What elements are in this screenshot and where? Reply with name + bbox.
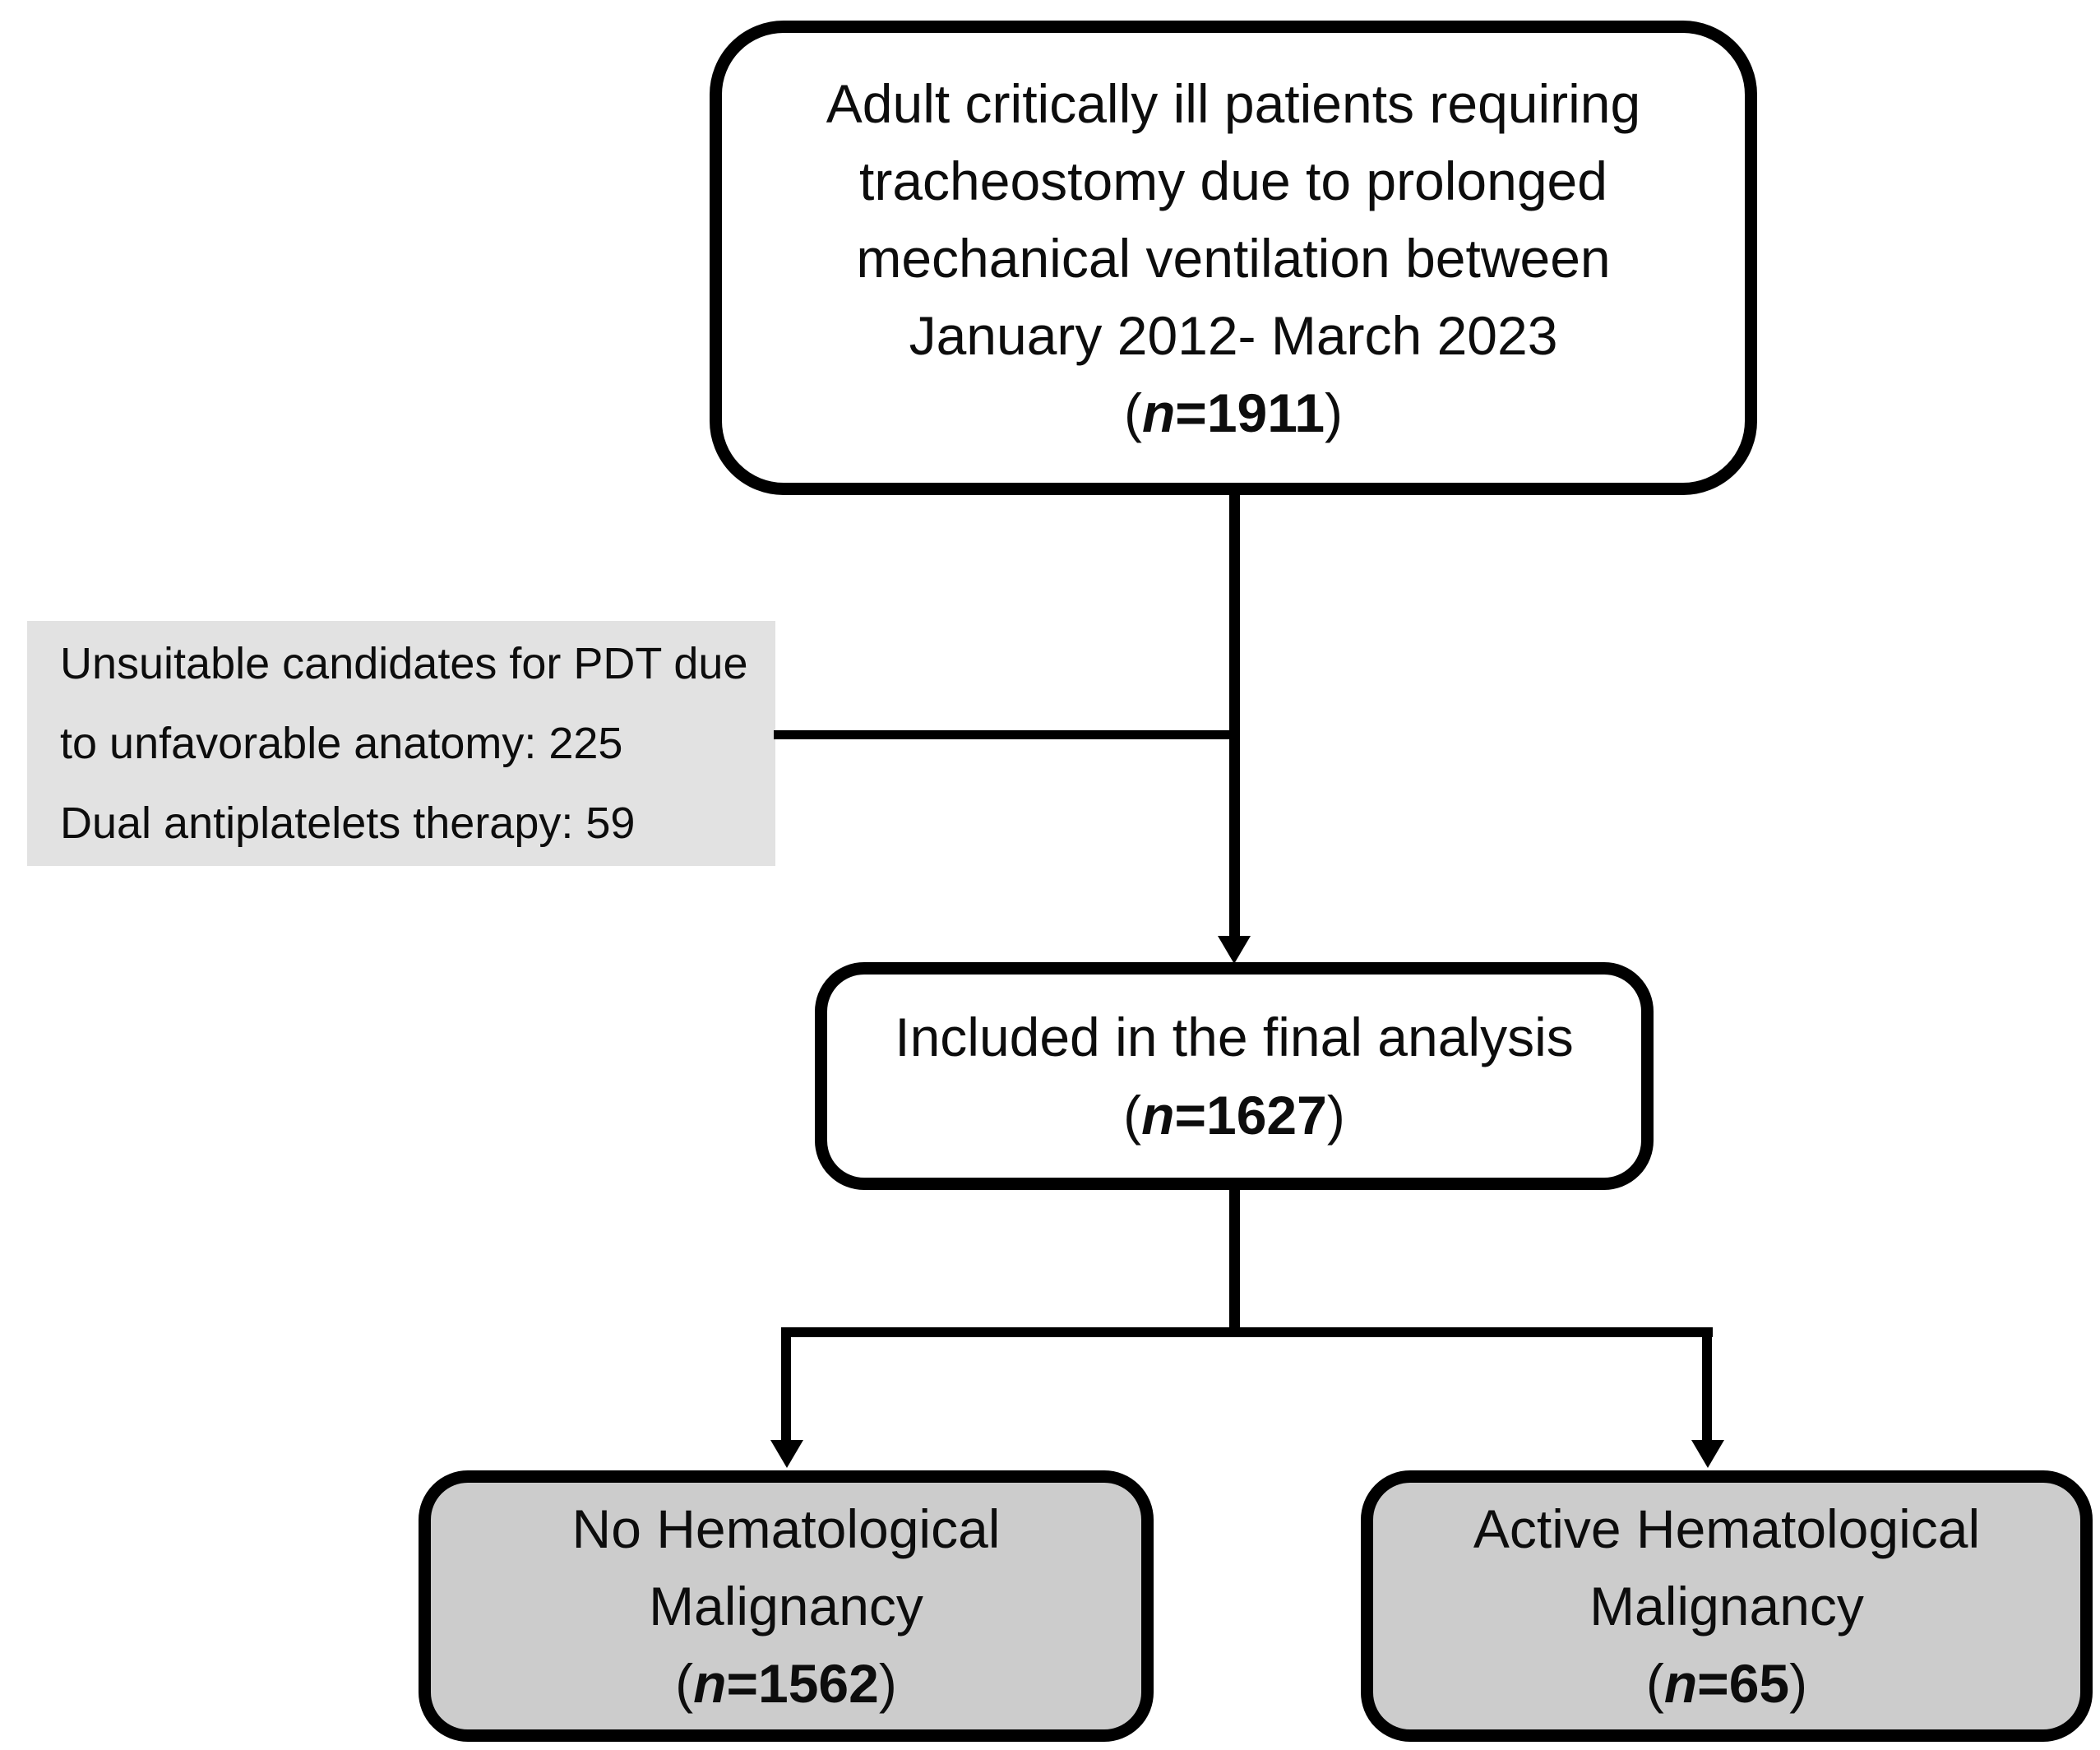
branch-right-line xyxy=(1702,1327,1712,1442)
no-malignancy-box: No Hematological Malignancy (n=1562) xyxy=(419,1470,1154,1742)
n-value: =65 xyxy=(1697,1653,1790,1714)
arrowhead-down-icon xyxy=(1218,936,1251,964)
exclusion-line-2: to unfavorable anatomy: 225 xyxy=(60,718,623,768)
arrowhead-down-icon xyxy=(770,1440,803,1468)
paren-open: ( xyxy=(1123,382,1142,443)
connector-exclusion-to-spine xyxy=(774,730,1235,739)
exclusion-line-3: Dual antiplatelets therapy: 59 xyxy=(60,798,636,848)
connector-included-to-branch xyxy=(1229,1188,1240,1337)
paren-open: ( xyxy=(1123,1084,1142,1146)
paren-close: ) xyxy=(1325,382,1344,443)
n-value: =1911 xyxy=(1175,382,1325,443)
n-value: =1562 xyxy=(726,1653,879,1714)
active-malignancy-box: Active Hematological Malignancy (n=65) xyxy=(1361,1470,2093,1742)
arrowhead-down-icon xyxy=(1691,1440,1724,1468)
branch-left-line xyxy=(781,1327,791,1442)
paren-open: ( xyxy=(675,1653,694,1714)
active-malignancy-line-1: Active Hematological xyxy=(1473,1498,1981,1559)
paren-close: ) xyxy=(1789,1653,1808,1714)
paren-open: ( xyxy=(1645,1653,1664,1714)
no-malignancy-line-1: No Hematological xyxy=(571,1498,1001,1559)
exclusion-box: Unsuitable candidates for PDT due to unf… xyxy=(27,621,775,866)
branch-horizontal-line xyxy=(781,1327,1713,1337)
no-malignancy-line-2: Malignancy xyxy=(649,1576,923,1637)
paren-close: ) xyxy=(1326,1084,1345,1146)
n-variable: n xyxy=(1141,382,1176,443)
n-variable: n xyxy=(1141,1084,1175,1146)
included-line-1: Included in the final analysis xyxy=(895,1006,1574,1067)
enrollment-count: (n=1911) xyxy=(1124,374,1343,451)
active-malignancy-line-2: Malignancy xyxy=(1589,1576,1864,1637)
enrollment-line-4: January 2012- March 2023 xyxy=(909,304,1558,366)
paren-close: ) xyxy=(878,1653,897,1714)
enrollment-line-3: mechanical ventilation between xyxy=(856,227,1611,289)
n-variable: n xyxy=(693,1653,727,1714)
exclusion-line-1: Unsuitable candidates for PDT due xyxy=(60,638,748,688)
no-malignancy-count: (n=1562) xyxy=(675,1645,897,1722)
connector-enrollment-to-included xyxy=(1229,492,1240,937)
n-variable: n xyxy=(1663,1653,1698,1714)
n-value: =1627 xyxy=(1174,1084,1327,1146)
included-box: Included in the final analysis (n=1627) xyxy=(815,962,1654,1190)
enrollment-line-1: Adult critically ill patients requiring xyxy=(826,72,1641,134)
enrollment-line-2: tracheostomy due to prolonged xyxy=(859,150,1607,211)
included-count: (n=1627) xyxy=(1123,1076,1345,1155)
enrollment-box: Adult critically ill patients requiring … xyxy=(710,21,1757,495)
active-malignancy-count: (n=65) xyxy=(1646,1645,1807,1722)
